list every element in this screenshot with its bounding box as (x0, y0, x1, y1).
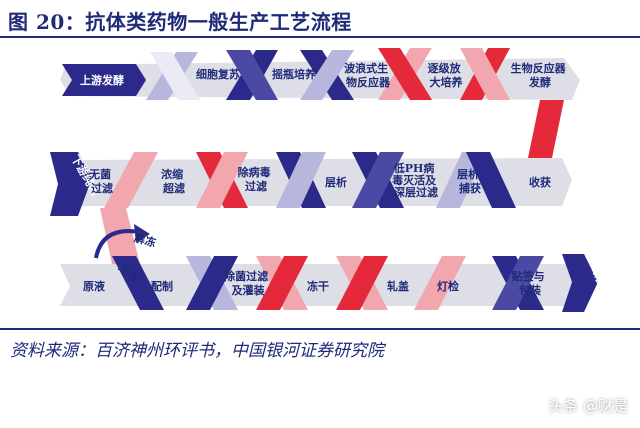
step-shake-flask: 摇瓶培养 (272, 67, 317, 81)
step-wave-bioreactor: 波浪式生 物反应器 (344, 61, 392, 89)
figure-title: 图 20：抗体类药物一般生产工艺流程 (8, 10, 352, 34)
step-cell-recovery: 细胞复苏 (196, 67, 240, 81)
ribbon-twist (196, 152, 248, 208)
step-inspection: 灯检 (437, 279, 459, 293)
ribbon-twist (112, 256, 164, 310)
step-scale-up: 逐级放 大培养 (428, 61, 465, 89)
thaw-arrow (94, 229, 141, 259)
formulation-tab (562, 254, 598, 312)
ribbon-twist (492, 256, 544, 310)
upstream-label: 上游发酵 (80, 73, 124, 87)
step-bulk-solution: 原液 (83, 279, 106, 293)
downstream-tab (50, 152, 92, 216)
process-flow-diagram: 上游发酵 细胞复苏 摇瓶培养 波浪式生 物反应器 逐级放 大培养 生物反应器 发… (50, 48, 598, 312)
step-sterile-fill: 除菌过滤 及灌装 (224, 269, 272, 297)
ribbon-twist (186, 256, 238, 310)
step-harvest: 收获 (529, 175, 551, 189)
source-divider (0, 328, 640, 330)
ribbon-twist (276, 152, 326, 208)
ribbon-twist (300, 50, 354, 100)
step-chromatography: 层析 (324, 175, 347, 189)
step-lyophilization: 冻干 (307, 279, 329, 293)
title-divider (0, 36, 640, 38)
thaw-arrowhead (134, 224, 150, 242)
upstream-tab (62, 64, 146, 96)
thaw-label: 解冻 (133, 231, 158, 250)
step-labeling-packaging: 贴签与 包装 (511, 269, 549, 297)
ribbon-twist (336, 256, 388, 310)
step-low-ph-inactivation: 低PH病 毒灭活及 深层过滤 (392, 161, 440, 199)
ribbon-twist (460, 48, 510, 100)
ribbon-twist (414, 256, 466, 310)
ribbon-twist (256, 256, 308, 310)
ribbon-twist (466, 152, 516, 208)
ribbon-twist (226, 50, 278, 100)
step-capture: 层析 捕获 (456, 167, 483, 195)
right-connector (528, 100, 564, 158)
step-virus-filter: 除病毒 过滤 (238, 165, 275, 193)
ribbon-twist (104, 152, 158, 208)
step-formulation: 配制 (151, 279, 173, 293)
title-bar: 图 20：抗体类药物一般生产工艺流程 (0, 0, 640, 38)
ribbon-twist (378, 48, 432, 100)
step-ultrafiltration: 浓缩 超滤 (161, 167, 187, 195)
step-sterile-filter: 无菌 过滤 (88, 167, 115, 195)
step-bioreactor-ferment: 生物反应器 发酵 (511, 61, 570, 89)
left-connector (100, 208, 140, 264)
ribbon-twist (150, 52, 200, 100)
ribbon-twist (352, 152, 404, 208)
step-capping: 轧盖 (387, 279, 409, 293)
watermark: 头条 @财是 (548, 397, 628, 415)
source-note: 资料来源：百济神州环评书，中国银河证券研究院 (10, 341, 384, 361)
